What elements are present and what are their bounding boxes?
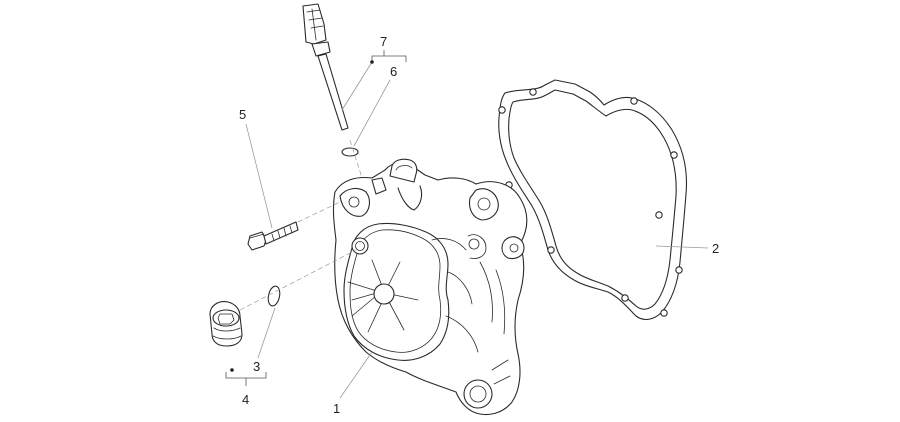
cover-spoke-emblem: [347, 259, 419, 333]
plug-o-ring: [267, 285, 281, 307]
leader-2: [655, 245, 709, 249]
leader-5: [245, 123, 273, 229]
drain-plug: [209, 301, 243, 347]
engine-cover: [332, 158, 528, 416]
gasket: [498, 79, 687, 321]
leader-7: [341, 61, 373, 111]
callout-1: 1: [333, 401, 340, 416]
callout-2: 2: [712, 241, 719, 256]
dipstick-axis-line: [349, 139, 363, 179]
callout-3: 3: [253, 359, 260, 374]
callout-6: 6: [390, 64, 397, 79]
plug-axis-line: [239, 249, 357, 311]
leader-1: [339, 351, 373, 399]
bracket-7: [370, 50, 407, 64]
dipstick: [302, 3, 349, 131]
callout-7: 7: [380, 34, 387, 49]
callout-5: 5: [239, 107, 246, 122]
bolt: [247, 221, 299, 251]
dipstick-o-ring: [341, 147, 359, 157]
leader-3: [257, 307, 276, 359]
leader-6: [353, 79, 391, 147]
bracket-4: [225, 368, 267, 386]
callout-4: 4: [242, 392, 249, 407]
